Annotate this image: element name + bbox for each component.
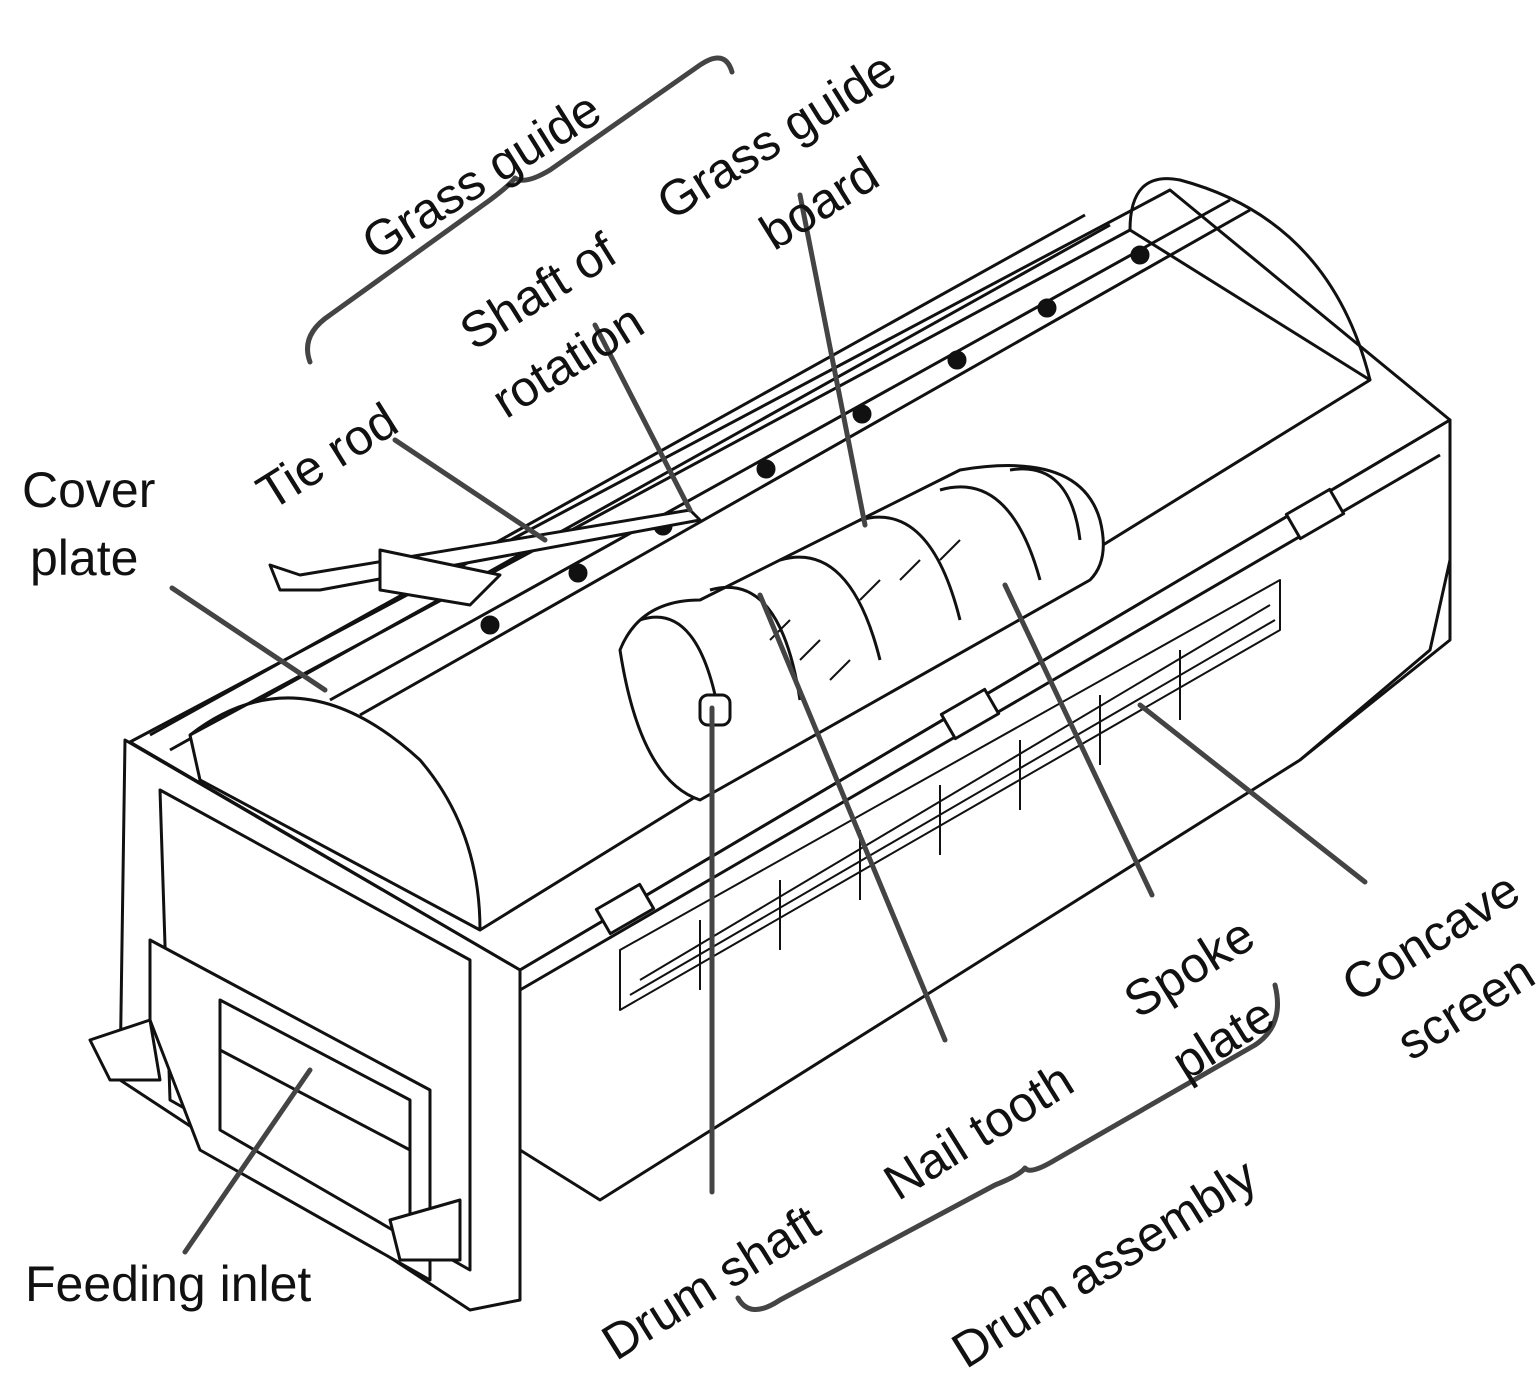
leader-feeding-inlet	[182, 1067, 313, 1255]
leader-cover-plate	[169, 585, 328, 693]
drum-cutaway	[618, 464, 1105, 802]
cover-plate-shape	[188, 696, 482, 932]
braces	[305, 55, 1280, 1312]
leader-concave-screen	[1137, 702, 1368, 885]
leader-tie-rod	[392, 437, 548, 543]
label-cover-plate-line2: plate	[30, 530, 139, 586]
rear-cover-arc	[1128, 177, 1372, 381]
label-feeding-inlet: Feeding inlet	[25, 1256, 312, 1312]
label-cover-plate-line1: Cover	[22, 462, 156, 518]
bolt-row	[480, 245, 1150, 635]
brace-grass-guide	[305, 55, 735, 365]
leader-nail-tooth	[757, 592, 948, 1043]
concave-screen-shape	[619, 579, 1281, 1011]
clamp-fasteners	[594, 487, 1346, 936]
leader-spoke-plate	[1002, 582, 1155, 898]
tie-rod-shape	[268, 508, 702, 592]
top-rail	[149, 213, 1086, 737]
leader-lines	[169, 192, 1368, 1255]
brace-drum-assembly	[735, 982, 1280, 1312]
leader-shaft-of-rotation	[592, 322, 693, 513]
leader-grass-guide-board	[797, 192, 868, 528]
drum-shaft-shape	[698, 693, 732, 727]
